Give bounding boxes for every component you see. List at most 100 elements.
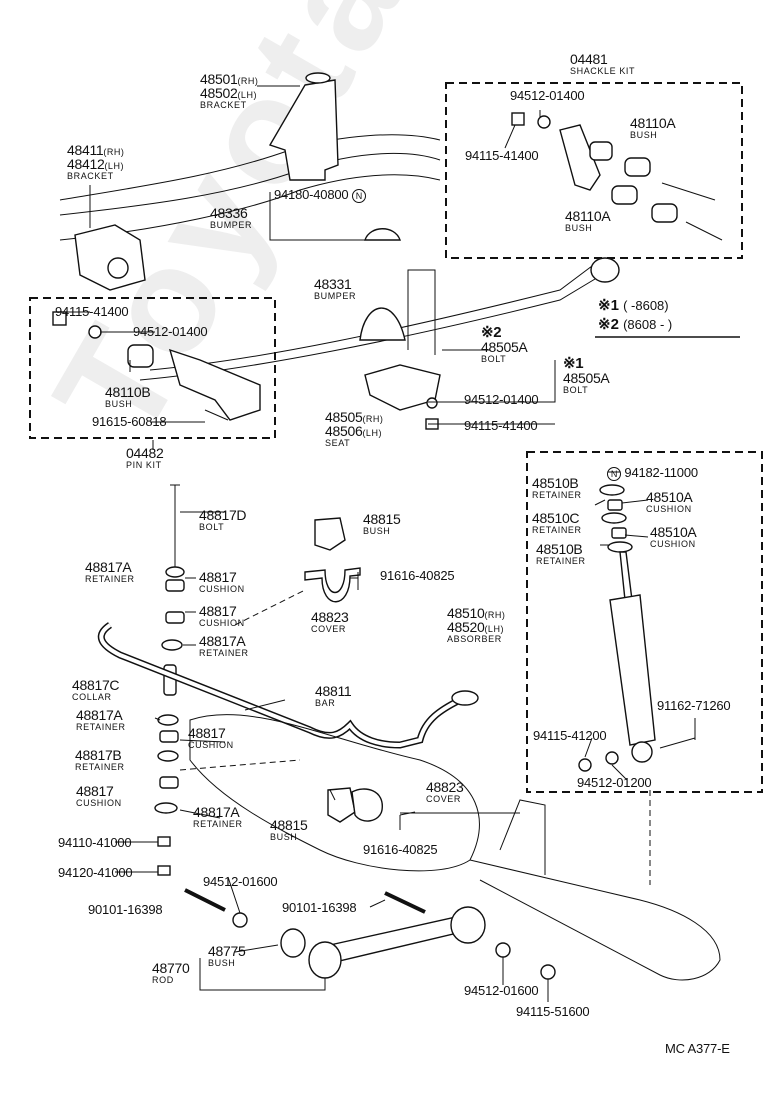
part-number: 48505A bbox=[481, 339, 528, 355]
part-name: BUSH bbox=[363, 526, 391, 536]
side-lh: (LH) bbox=[237, 90, 257, 100]
part-number: 48815 bbox=[363, 511, 401, 527]
side-lh: (LH) bbox=[362, 428, 382, 438]
stab-cushion4 bbox=[159, 776, 179, 789]
part-name: CUSHION bbox=[188, 740, 234, 750]
rod-end-right bbox=[450, 906, 486, 944]
shackle-bush-d bbox=[651, 203, 678, 223]
rod-shape bbox=[329, 914, 471, 963]
part-number: 48817 bbox=[76, 783, 114, 799]
part-number: 48817D bbox=[199, 507, 247, 523]
bracket-48501-shape bbox=[268, 79, 339, 181]
part-name: COLLAR bbox=[72, 692, 112, 702]
label-stab-cushion-4: 48817 CUSHION bbox=[76, 784, 122, 808]
part-number: 48817B bbox=[75, 747, 122, 763]
part-name: BOLT bbox=[199, 522, 225, 532]
label-rod-nut-right: 94115-51600 bbox=[516, 1004, 590, 1019]
stab-bar-inner bbox=[99, 623, 461, 748]
stab-bar-shape bbox=[97, 622, 462, 749]
label-bar-bolt-bottom: 91616-40825 bbox=[363, 842, 438, 857]
label-bar-bush-top: 48815 BUSH bbox=[363, 511, 401, 536]
part-name: BUSH bbox=[105, 399, 133, 409]
part-number: 48506 bbox=[325, 423, 363, 439]
part-number: 04481 bbox=[570, 51, 608, 67]
label-stab-bolt: 48817D BOLT bbox=[199, 507, 247, 532]
label-stab-retainer-b: 48817B RETAINER bbox=[75, 748, 125, 772]
label-shackle-washer: 94512-01400 bbox=[510, 88, 585, 103]
stab-cushion2 bbox=[165, 611, 185, 624]
part-name: CUSHION bbox=[199, 584, 245, 594]
rod-washer-right-shape bbox=[495, 942, 511, 958]
part-name: RETAINER bbox=[199, 648, 249, 658]
stab-cushion3 bbox=[159, 730, 179, 743]
side-rh: (RH) bbox=[103, 147, 125, 157]
stab-retainer-a4 bbox=[154, 802, 178, 814]
bumper-48336-shape bbox=[364, 228, 401, 241]
part-number: 48336 bbox=[210, 205, 248, 221]
side-rh: (RH) bbox=[484, 610, 506, 620]
shackle-bush-a bbox=[589, 141, 613, 161]
part-name: SEAT bbox=[325, 438, 351, 448]
diagram-code: MC A377-E bbox=[665, 1041, 730, 1056]
part-name: BUMPER bbox=[210, 220, 253, 230]
abs-retainer-b1 bbox=[599, 484, 625, 496]
part-number: 48817A bbox=[85, 559, 132, 575]
part-number: 48520 bbox=[447, 619, 485, 635]
abs-retainer-b2 bbox=[607, 541, 633, 553]
part-name: RETAINER bbox=[193, 819, 243, 829]
label-bracket-48411: 48411(RH) 48412(LH) BRACKET bbox=[67, 143, 124, 181]
axle-beam bbox=[469, 859, 721, 981]
rod-washer-left-shape bbox=[232, 912, 248, 928]
bracket-48411-hole bbox=[107, 257, 129, 279]
label-pin-bush: 48110B BUSH bbox=[105, 385, 151, 409]
part-number: 48817 bbox=[199, 569, 237, 585]
part-number: 48510A bbox=[650, 524, 697, 540]
label-seat: 48505(RH) 48506(LH) SEAT bbox=[325, 410, 383, 448]
label-shackle-nut: 94115-41400 bbox=[465, 148, 539, 163]
part-number: 48817C bbox=[72, 677, 120, 693]
new-part-symbol-icon: N bbox=[607, 467, 621, 481]
spring-eye bbox=[590, 257, 620, 283]
note-2: ※2 (8608 - ) bbox=[598, 317, 672, 332]
label-bar-bolt-top: 91616-40825 bbox=[380, 568, 455, 583]
part-number: 48412 bbox=[67, 156, 105, 172]
part-name: BOLT bbox=[481, 354, 507, 364]
absorber-body bbox=[609, 594, 656, 746]
side-lh: (LH) bbox=[104, 161, 124, 171]
part-name: CUSHION bbox=[650, 539, 696, 549]
label-abs-nut-top: N 94182-11000 bbox=[607, 466, 698, 481]
part-number: 48817 bbox=[199, 603, 237, 619]
abs-retainer-c bbox=[601, 512, 627, 524]
absorber-rod bbox=[619, 551, 633, 601]
part-name: COVER bbox=[426, 794, 462, 804]
label-stab-bar: 48811 BAR bbox=[315, 683, 352, 708]
part-name: COVER bbox=[311, 624, 347, 634]
part-name: BRACKET bbox=[200, 100, 247, 110]
label-abs-washer: 94512-01200 bbox=[577, 775, 652, 790]
label-abs-retainer-b1: 48510B RETAINER bbox=[532, 476, 582, 500]
part-number: 48510A bbox=[646, 489, 693, 505]
bracket-48411-shape bbox=[74, 224, 146, 291]
shackle-bolt-2 bbox=[685, 221, 723, 241]
label-stab-cushion-3: 48817 CUSHION bbox=[188, 726, 234, 750]
note-mark: ※1 bbox=[598, 297, 619, 314]
label-absorber: 48510(RH) 48520(LH) ABSORBER bbox=[447, 606, 505, 644]
note-mark: ※1 bbox=[563, 355, 584, 372]
pin-nut bbox=[52, 311, 67, 326]
label-rod-bush: 48775 BUSH bbox=[208, 944, 246, 968]
label-abs-cushion-a1: 48510A CUSHION bbox=[646, 489, 693, 514]
abs-cushion-a2 bbox=[611, 527, 627, 539]
label-shackle-bush-2: 48110A BUSH bbox=[565, 209, 611, 233]
part-number: 48331 bbox=[314, 276, 352, 292]
rod-nut-right-shape bbox=[540, 964, 556, 980]
part-name: RETAINER bbox=[532, 525, 582, 535]
part-name: BAR bbox=[315, 698, 336, 708]
part-number: 04482 bbox=[126, 445, 164, 461]
part-number: 48811 bbox=[315, 683, 352, 699]
part-name: BUSH bbox=[270, 832, 298, 842]
part-name: ABSORBER bbox=[447, 634, 502, 644]
part-number: 48770 bbox=[152, 960, 190, 976]
rod-bolt-right-shape bbox=[384, 891, 426, 914]
part-name: RETAINER bbox=[532, 490, 582, 500]
u-bolt bbox=[407, 269, 436, 355]
